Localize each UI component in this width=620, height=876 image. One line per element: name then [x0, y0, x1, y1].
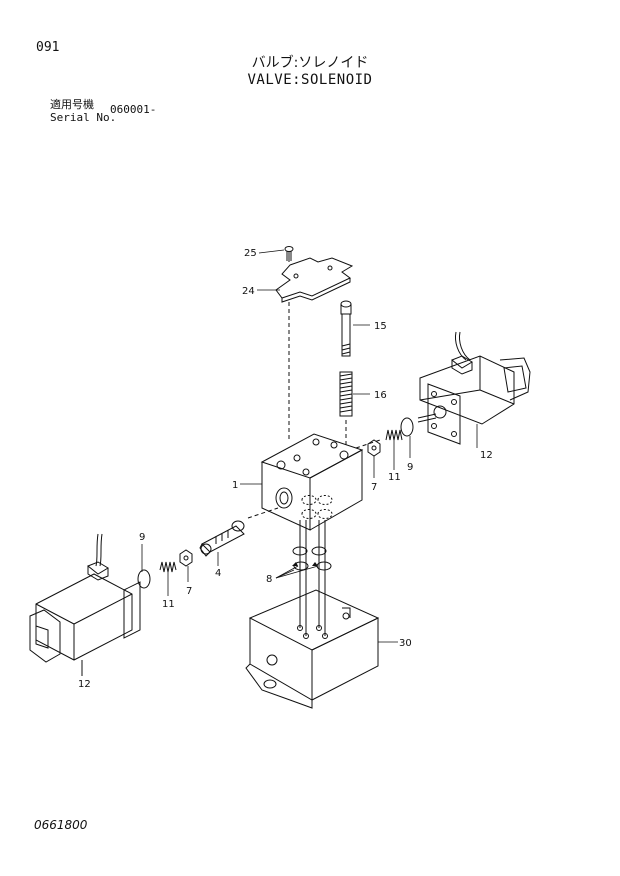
part-1-valve-block [260, 433, 364, 531]
serial-label-english: Serial No. [50, 111, 117, 124]
part-12-solenoid-left [29, 533, 141, 676]
part-9-o-ring-right [400, 417, 414, 437]
title-english: VALVE:SOLENOID [247, 72, 373, 88]
callout-24: 24 [242, 286, 255, 297]
part-11-spring-left [159, 561, 177, 573]
callout-1: 1 [232, 480, 238, 491]
callout-8: 8 [266, 574, 272, 585]
callout-7-left: 7 [186, 586, 192, 597]
part-7-nut-left [179, 549, 193, 567]
part-7-nut-right [367, 439, 381, 457]
part-11-spring-right [385, 429, 403, 441]
title-japanese: バルブ:ソレノイド [251, 55, 369, 71]
callout-9-right: 9 [407, 462, 413, 473]
callout-12-left: 12 [78, 679, 91, 690]
part-9-o-ring-left [137, 569, 151, 589]
callout-11-left: 11 [162, 599, 175, 610]
page-number: 091 [36, 40, 60, 55]
callout-12-right: 12 [480, 450, 493, 461]
callout-9-left: 9 [139, 532, 145, 543]
leader-lines [141, 249, 478, 643]
document-code: 0661800 [34, 818, 88, 832]
part-25-screw [284, 246, 294, 262]
part-12-solenoid-right [417, 331, 531, 445]
part-8-o-rings [292, 520, 332, 636]
part-15-bolt [340, 300, 352, 357]
callout-30: 30 [399, 638, 412, 649]
callout-16: 16 [374, 390, 387, 401]
callout-25: 25 [244, 248, 257, 259]
part-24-cover-plate [275, 257, 354, 303]
callout-4: 4 [215, 568, 221, 579]
part-16-stud [339, 371, 353, 417]
serial-value: 060001- [110, 103, 157, 116]
callout-11-right: 11 [388, 472, 401, 483]
callout-15: 15 [374, 321, 387, 332]
part-30-base-manifold [245, 589, 380, 709]
callout-7-right: 7 [371, 482, 377, 493]
serial-label-japanese: 適用号機 [50, 98, 94, 111]
part-4-cartridge [199, 520, 245, 557]
